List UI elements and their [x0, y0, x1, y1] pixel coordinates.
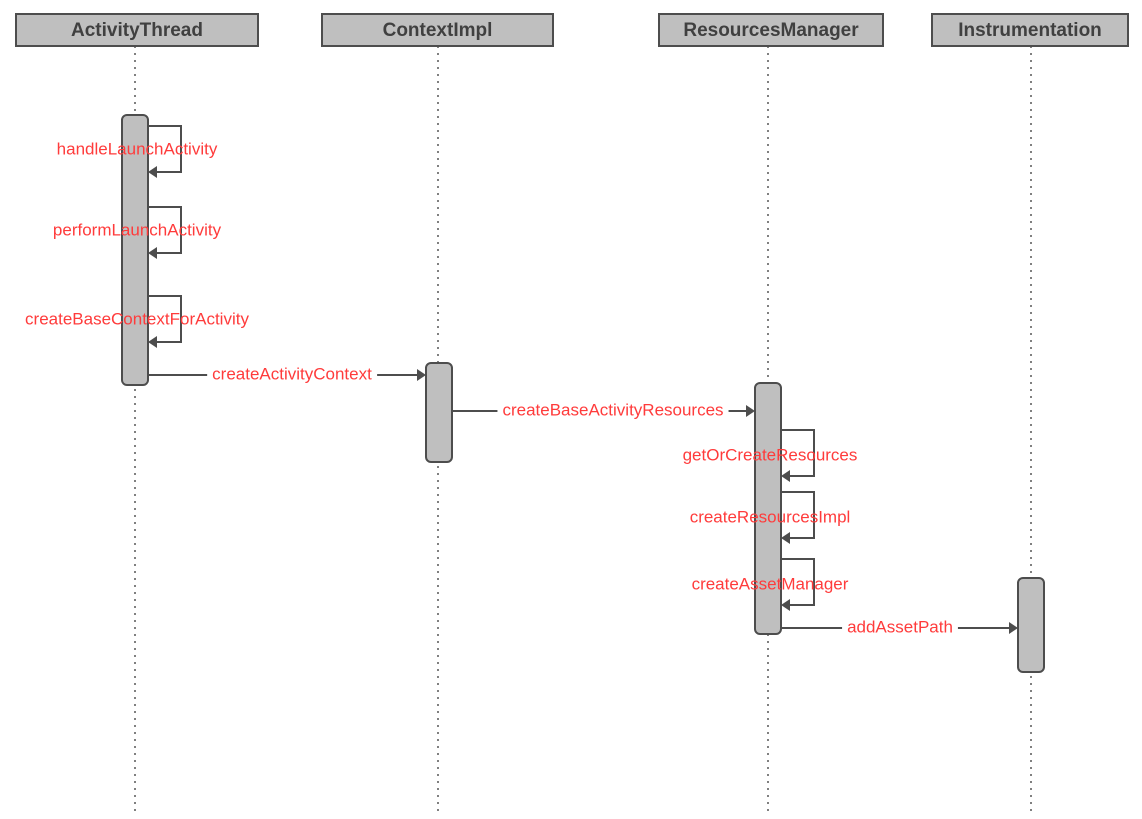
- activation-bar-instrumentation[interactable]: [1017, 577, 1045, 673]
- message-label-create-resources-impl: createResourcesImpl: [690, 507, 851, 526]
- messages-layer: handleLaunchActivity performLaunchActivit…: [25, 125, 1018, 636]
- message-create-base-context-for-activity[interactable]: createBaseContextForActivity: [25, 295, 249, 348]
- message-label-add-asset-path: addAssetPath: [847, 617, 953, 636]
- message-create-activity-context[interactable]: createActivityContext: [148, 364, 426, 383]
- message-label-create-base-context-for-activity: createBaseContextForActivity: [25, 309, 249, 328]
- self-call-path-create-base-context-for-activity: [148, 295, 182, 343]
- participant-context-impl[interactable]: ContextImpl: [321, 13, 554, 47]
- arrow-head-create-activity-context: [417, 369, 426, 381]
- message-add-asset-path[interactable]: addAssetPath: [781, 617, 1018, 636]
- message-create-asset-manager[interactable]: createAssetManager: [692, 558, 849, 611]
- message-handle-launch-activity[interactable]: handleLaunchActivity: [57, 125, 218, 178]
- message-label-create-base-activity-resources: createBaseActivityResources: [502, 400, 723, 419]
- arrow-head-get-or-create-resources: [781, 470, 790, 482]
- arrow-head-handle-launch-activity: [148, 166, 157, 178]
- message-label-perform-launch-activity: performLaunchActivity: [53, 220, 222, 239]
- participant-label-context-impl: ContextImpl: [383, 20, 493, 41]
- message-create-base-activity-resources[interactable]: createBaseActivityResources: [452, 400, 755, 419]
- arrow-head-create-resources-impl: [781, 532, 790, 544]
- participant-box-context-impl[interactable]: [321, 13, 554, 47]
- message-perform-launch-activity[interactable]: performLaunchActivity: [53, 206, 222, 259]
- activations-layer: [121, 114, 1045, 673]
- self-call-path-perform-launch-activity: [148, 206, 182, 254]
- activation-bar-context-impl[interactable]: [425, 362, 453, 463]
- self-call-path-get-or-create-resources: [781, 429, 815, 477]
- arrow-head-create-base-context-for-activity: [148, 336, 157, 348]
- participant-box-activity-thread[interactable]: [15, 13, 259, 47]
- message-label-handle-launch-activity: handleLaunchActivity: [57, 139, 218, 158]
- participant-label-instrumentation: Instrumentation: [958, 20, 1102, 41]
- message-get-or-create-resources[interactable]: getOrCreateResources: [683, 429, 858, 482]
- participant-box-instrumentation[interactable]: [931, 13, 1129, 47]
- participant-activity-thread[interactable]: ActivityThread: [15, 13, 259, 47]
- message-label-get-or-create-resources: getOrCreateResources: [683, 445, 858, 464]
- self-call-path-create-asset-manager: [781, 558, 815, 606]
- message-label-create-asset-manager: createAssetManager: [692, 574, 849, 593]
- participant-boxes-layer: ActivityThread ContextImpl ResourcesManage…: [15, 13, 1129, 47]
- participant-label-resources-manager: ResourcesManager: [683, 20, 859, 41]
- arrow-head-perform-launch-activity: [148, 247, 157, 259]
- self-call-path-create-resources-impl: [781, 491, 815, 539]
- message-label-create-activity-context: createActivityContext: [212, 364, 372, 383]
- arrow-head-create-asset-manager: [781, 599, 790, 611]
- participant-instrumentation[interactable]: Instrumentation: [931, 13, 1129, 47]
- activation-bar-activity-thread[interactable]: [121, 114, 149, 386]
- participant-label-activity-thread: ActivityThread: [71, 20, 203, 41]
- arrow-head-add-asset-path: [1009, 622, 1018, 634]
- arrow-head-create-base-activity-resources: [746, 405, 755, 417]
- participant-box-resources-manager[interactable]: [658, 13, 884, 47]
- participant-resources-manager[interactable]: ResourcesManager: [658, 13, 884, 47]
- self-call-path-handle-launch-activity: [148, 125, 182, 173]
- lifelines-layer: [134, 46, 1032, 815]
- message-create-resources-impl[interactable]: createResourcesImpl: [690, 491, 851, 544]
- activation-bar-resources-manager[interactable]: [754, 382, 782, 635]
